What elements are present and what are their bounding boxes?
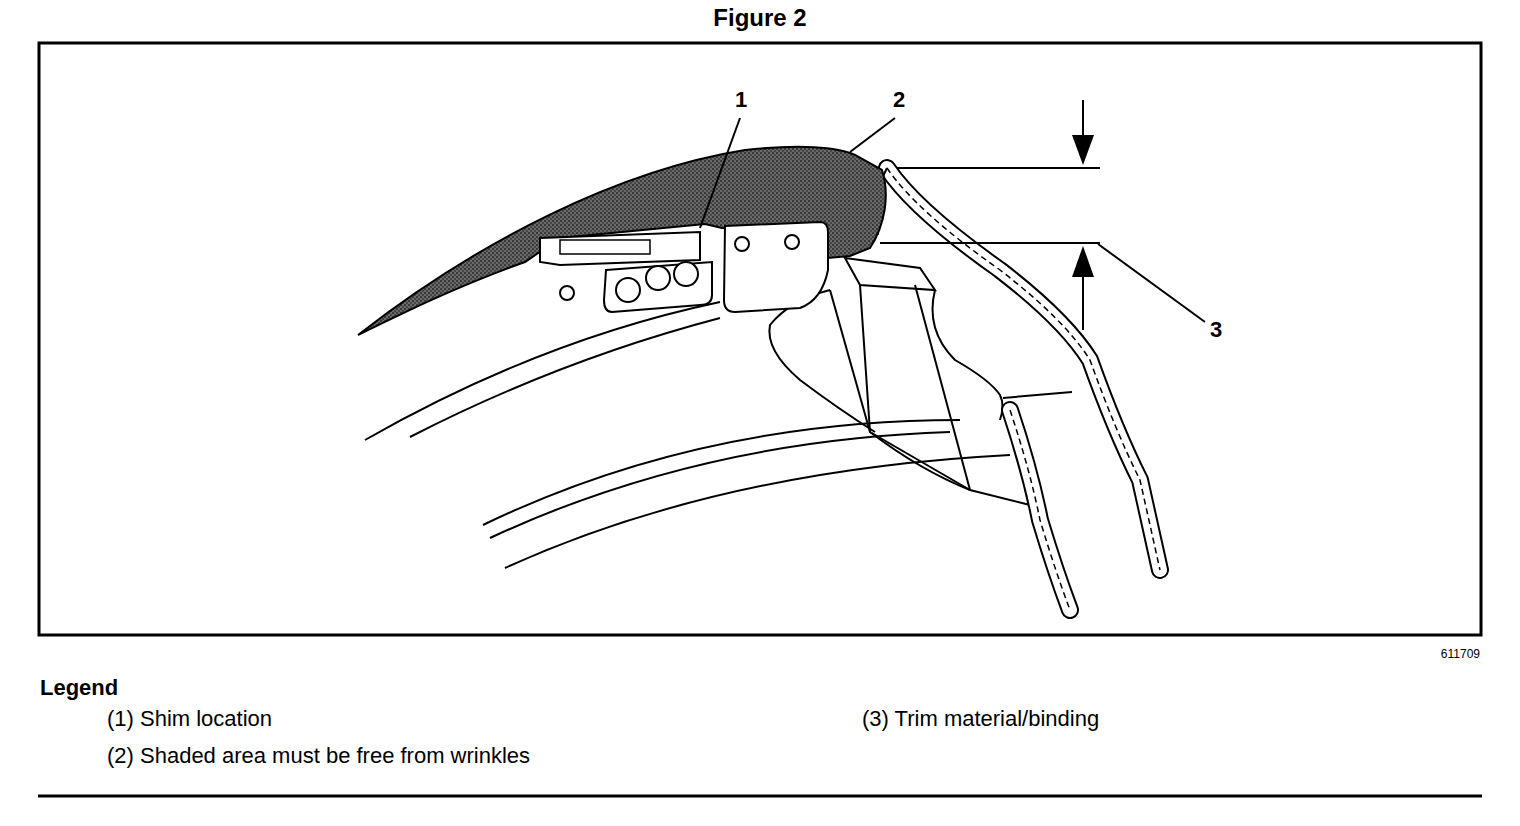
rule bbox=[38, 795, 1482, 798]
figure-title: Figure 2 bbox=[713, 5, 806, 31]
callout-number: 2 bbox=[893, 88, 905, 112]
legend-entry: (2) Shaded area must be free from wrinkl… bbox=[107, 744, 530, 768]
legend-entry: (1) Shim location bbox=[107, 707, 272, 731]
leader-line bbox=[1098, 244, 1205, 322]
legend-heading: Legend bbox=[40, 676, 118, 700]
shim bbox=[560, 240, 650, 254]
frame bbox=[39, 43, 1481, 635]
callout-number: 1 bbox=[735, 88, 747, 112]
leader-line bbox=[850, 118, 895, 152]
callout-number: 3 bbox=[1210, 318, 1222, 342]
figure-code: 611709 bbox=[1441, 648, 1480, 661]
legend-entry: (3) Trim material/binding bbox=[862, 707, 1099, 731]
shaded-area bbox=[358, 147, 886, 335]
leader-line bbox=[700, 118, 740, 228]
